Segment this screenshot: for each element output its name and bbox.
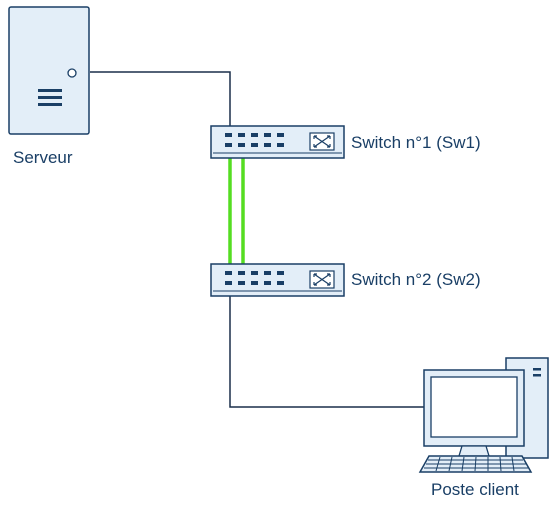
client-label: Poste client [431, 480, 519, 499]
link-switch2-client [229, 288, 425, 408]
server-label: Serveur [13, 148, 73, 167]
switch2-label: Switch n°2 (Sw2) [351, 270, 481, 289]
link-server-switch1 [90, 71, 231, 134]
server-tower-icon [8, 6, 90, 135]
switch1-icon [210, 125, 345, 159]
desktop-computer-icon [418, 357, 549, 473]
switch2-icon [210, 263, 345, 297]
switch1-label: Switch n°1 (Sw1) [351, 133, 481, 152]
